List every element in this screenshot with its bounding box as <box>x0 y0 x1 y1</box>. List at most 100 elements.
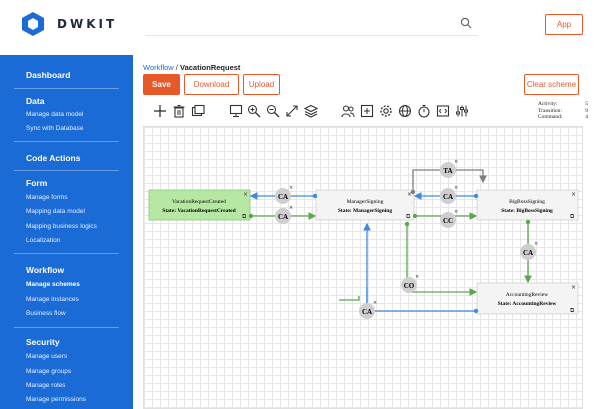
logo[interactable]: DWKIT <box>21 11 117 37</box>
transition-node-co[interactable]: CO <box>401 277 417 293</box>
scheme-stats: Activity:5 Transition:9 Command:4 <box>538 101 588 121</box>
svg-text:CA: CA <box>278 193 288 201</box>
breadcrumb: Workflow / VacationRequest <box>143 63 240 72</box>
logo-text: DWKIT <box>57 17 118 31</box>
fullscreen-icon[interactable] <box>285 104 299 118</box>
svg-text:CA: CA <box>523 249 533 257</box>
activity-name: ManagerSigning <box>347 199 384 205</box>
sidebar-section-data[interactable]: Data <box>26 96 45 106</box>
activity-name: AccountingReview <box>506 292 548 298</box>
sidebar-item-manage-users[interactable]: Manage users <box>26 353 68 360</box>
sliders-icon[interactable] <box>455 104 469 118</box>
save-button[interactable]: Save <box>143 74 180 95</box>
transition-node-ca-2[interactable]: CA <box>275 208 291 224</box>
sidebar-section-dashboard[interactable]: Dashboard <box>26 70 71 80</box>
divider <box>14 253 119 254</box>
sidebar-item-manage-instances[interactable]: Manage instances <box>26 296 79 303</box>
copy-icon[interactable] <box>191 104 205 118</box>
svg-text:×: × <box>534 241 538 247</box>
sidebar-item-manage-schemes[interactable]: Manage schemes <box>26 281 80 288</box>
activity-state: State: VacationRequestCreated <box>162 208 235 214</box>
sidebar-item-manage-forms[interactable]: Manage forms <box>26 194 68 201</box>
activity-count: 5 <box>585 101 588 107</box>
transition-node-ca-3[interactable]: CA <box>440 188 456 204</box>
activity-label: Activity: <box>538 101 558 107</box>
svg-text:CA: CA <box>443 193 453 201</box>
zoom-in-icon[interactable] <box>247 104 261 118</box>
code-icon[interactable] <box>436 104 450 118</box>
breadcrumb-separator: / <box>175 63 178 72</box>
sidebar-item-mapping-business-logics[interactable]: Mapping business logics <box>26 223 97 230</box>
svg-text:×: × <box>454 209 458 215</box>
edit-icon[interactable]: ⧉ <box>242 213 247 220</box>
close-icon[interactable]: × <box>407 191 412 198</box>
sidebar-item-manage-groups[interactable]: Manage groups <box>26 368 72 375</box>
workflow-diagram[interactable]: VacationRequestCreated State: VacationRe… <box>143 126 583 409</box>
zoom-out-icon[interactable] <box>266 104 280 118</box>
search-input[interactable] <box>145 12 478 36</box>
designer-canvas[interactable] <box>143 126 583 409</box>
transition-node-ca-5[interactable]: CA <box>359 303 375 319</box>
svg-text:CO: CO <box>404 282 415 290</box>
connection-dots <box>248 189 531 314</box>
activity-manager-signing[interactable]: ManagerSigning State: ManagerSigning <box>315 189 415 221</box>
transition-label: Transition: <box>538 107 562 114</box>
upload-button[interactable]: Upload <box>243 74 280 95</box>
transition-node-ca-4[interactable]: CA <box>520 244 536 260</box>
sidebar-item-business-flow[interactable]: Business flow <box>26 310 66 317</box>
download-button[interactable]: Download <box>184 74 239 95</box>
close-icon[interactable]: × <box>571 191 576 198</box>
add-list-icon[interactable] <box>360 104 374 118</box>
divider <box>14 88 119 89</box>
sidebar-item-manage-roles[interactable]: Manage roles <box>26 382 66 389</box>
activity-state: State: AccountingReview <box>498 301 557 307</box>
edit-icon[interactable]: ⧉ <box>570 307 575 314</box>
globe-icon[interactable] <box>398 104 412 118</box>
transition-close-marks: × × × × × × × × <box>289 159 538 306</box>
svg-text:×: × <box>289 185 293 191</box>
transition-node-ta[interactable]: TA <box>440 162 456 178</box>
sidebar-item-sync-with-database[interactable]: Sync with Database <box>26 125 84 132</box>
clear-scheme-button[interactable]: Clear scheme <box>524 74 579 95</box>
delete-icon[interactable] <box>172 104 186 118</box>
top-bar: DWKIT App <box>0 0 600 50</box>
activity-state: State: BigBossSigning <box>501 208 553 214</box>
edit-icon[interactable]: ⧉ <box>406 213 411 220</box>
breadcrumb-workflow-link[interactable]: Workflow <box>143 63 174 72</box>
activity-big-boss-signing[interactable]: BigBossSigning State: BigBossSigning <box>476 189 579 221</box>
actors-icon[interactable] <box>341 104 355 118</box>
command-label: Command: <box>538 114 563 120</box>
svg-text:CA: CA <box>278 213 288 221</box>
close-icon[interactable]: × <box>571 284 576 291</box>
layers-icon[interactable] <box>304 104 318 118</box>
svg-text:×: × <box>454 159 458 165</box>
sidebar-item-manage-data-model[interactable]: Manage data model <box>26 111 84 118</box>
divider <box>14 170 119 171</box>
search-icon[interactable] <box>460 17 472 29</box>
timer-icon[interactable] <box>417 104 431 118</box>
svg-text:CC: CC <box>443 217 453 225</box>
monitor-icon[interactable] <box>229 104 243 118</box>
sidebar-item-mapping-data-model[interactable]: Mapping data model <box>26 208 85 215</box>
svg-text:×: × <box>454 185 458 191</box>
sidebar-item-localization[interactable]: Localization <box>26 237 61 244</box>
edit-icon[interactable]: ⧉ <box>570 213 575 220</box>
divider <box>14 141 119 142</box>
svg-text:TA: TA <box>443 167 452 175</box>
activity-vacation-request-created[interactable]: VacationRequestCreated State: VacationRe… <box>148 189 251 221</box>
settings-icon[interactable] <box>379 104 393 118</box>
designer-toolbar <box>143 100 583 124</box>
transition-node-ca-1[interactable]: CA <box>275 188 291 204</box>
sidebar-section-code-actions[interactable]: Code Actions <box>26 153 81 163</box>
activity-accounting-review[interactable]: AccountingReview State: AccountingReview <box>476 282 579 315</box>
sidebar-section-form[interactable]: Form <box>26 178 48 188</box>
close-icon[interactable]: × <box>243 191 248 198</box>
app-button[interactable]: App <box>545 14 583 35</box>
transition-node-cc[interactable]: CC <box>440 212 456 228</box>
add-icon[interactable] <box>153 104 167 118</box>
svg-text:×: × <box>289 205 293 211</box>
sidebar-section-workflow[interactable]: Workflow <box>26 265 65 275</box>
sidebar-section-security[interactable]: Security <box>26 337 60 347</box>
breadcrumb-current: VacationRequest <box>179 63 241 72</box>
sidebar-item-manage-permissions[interactable]: Manage permissions <box>26 396 86 403</box>
